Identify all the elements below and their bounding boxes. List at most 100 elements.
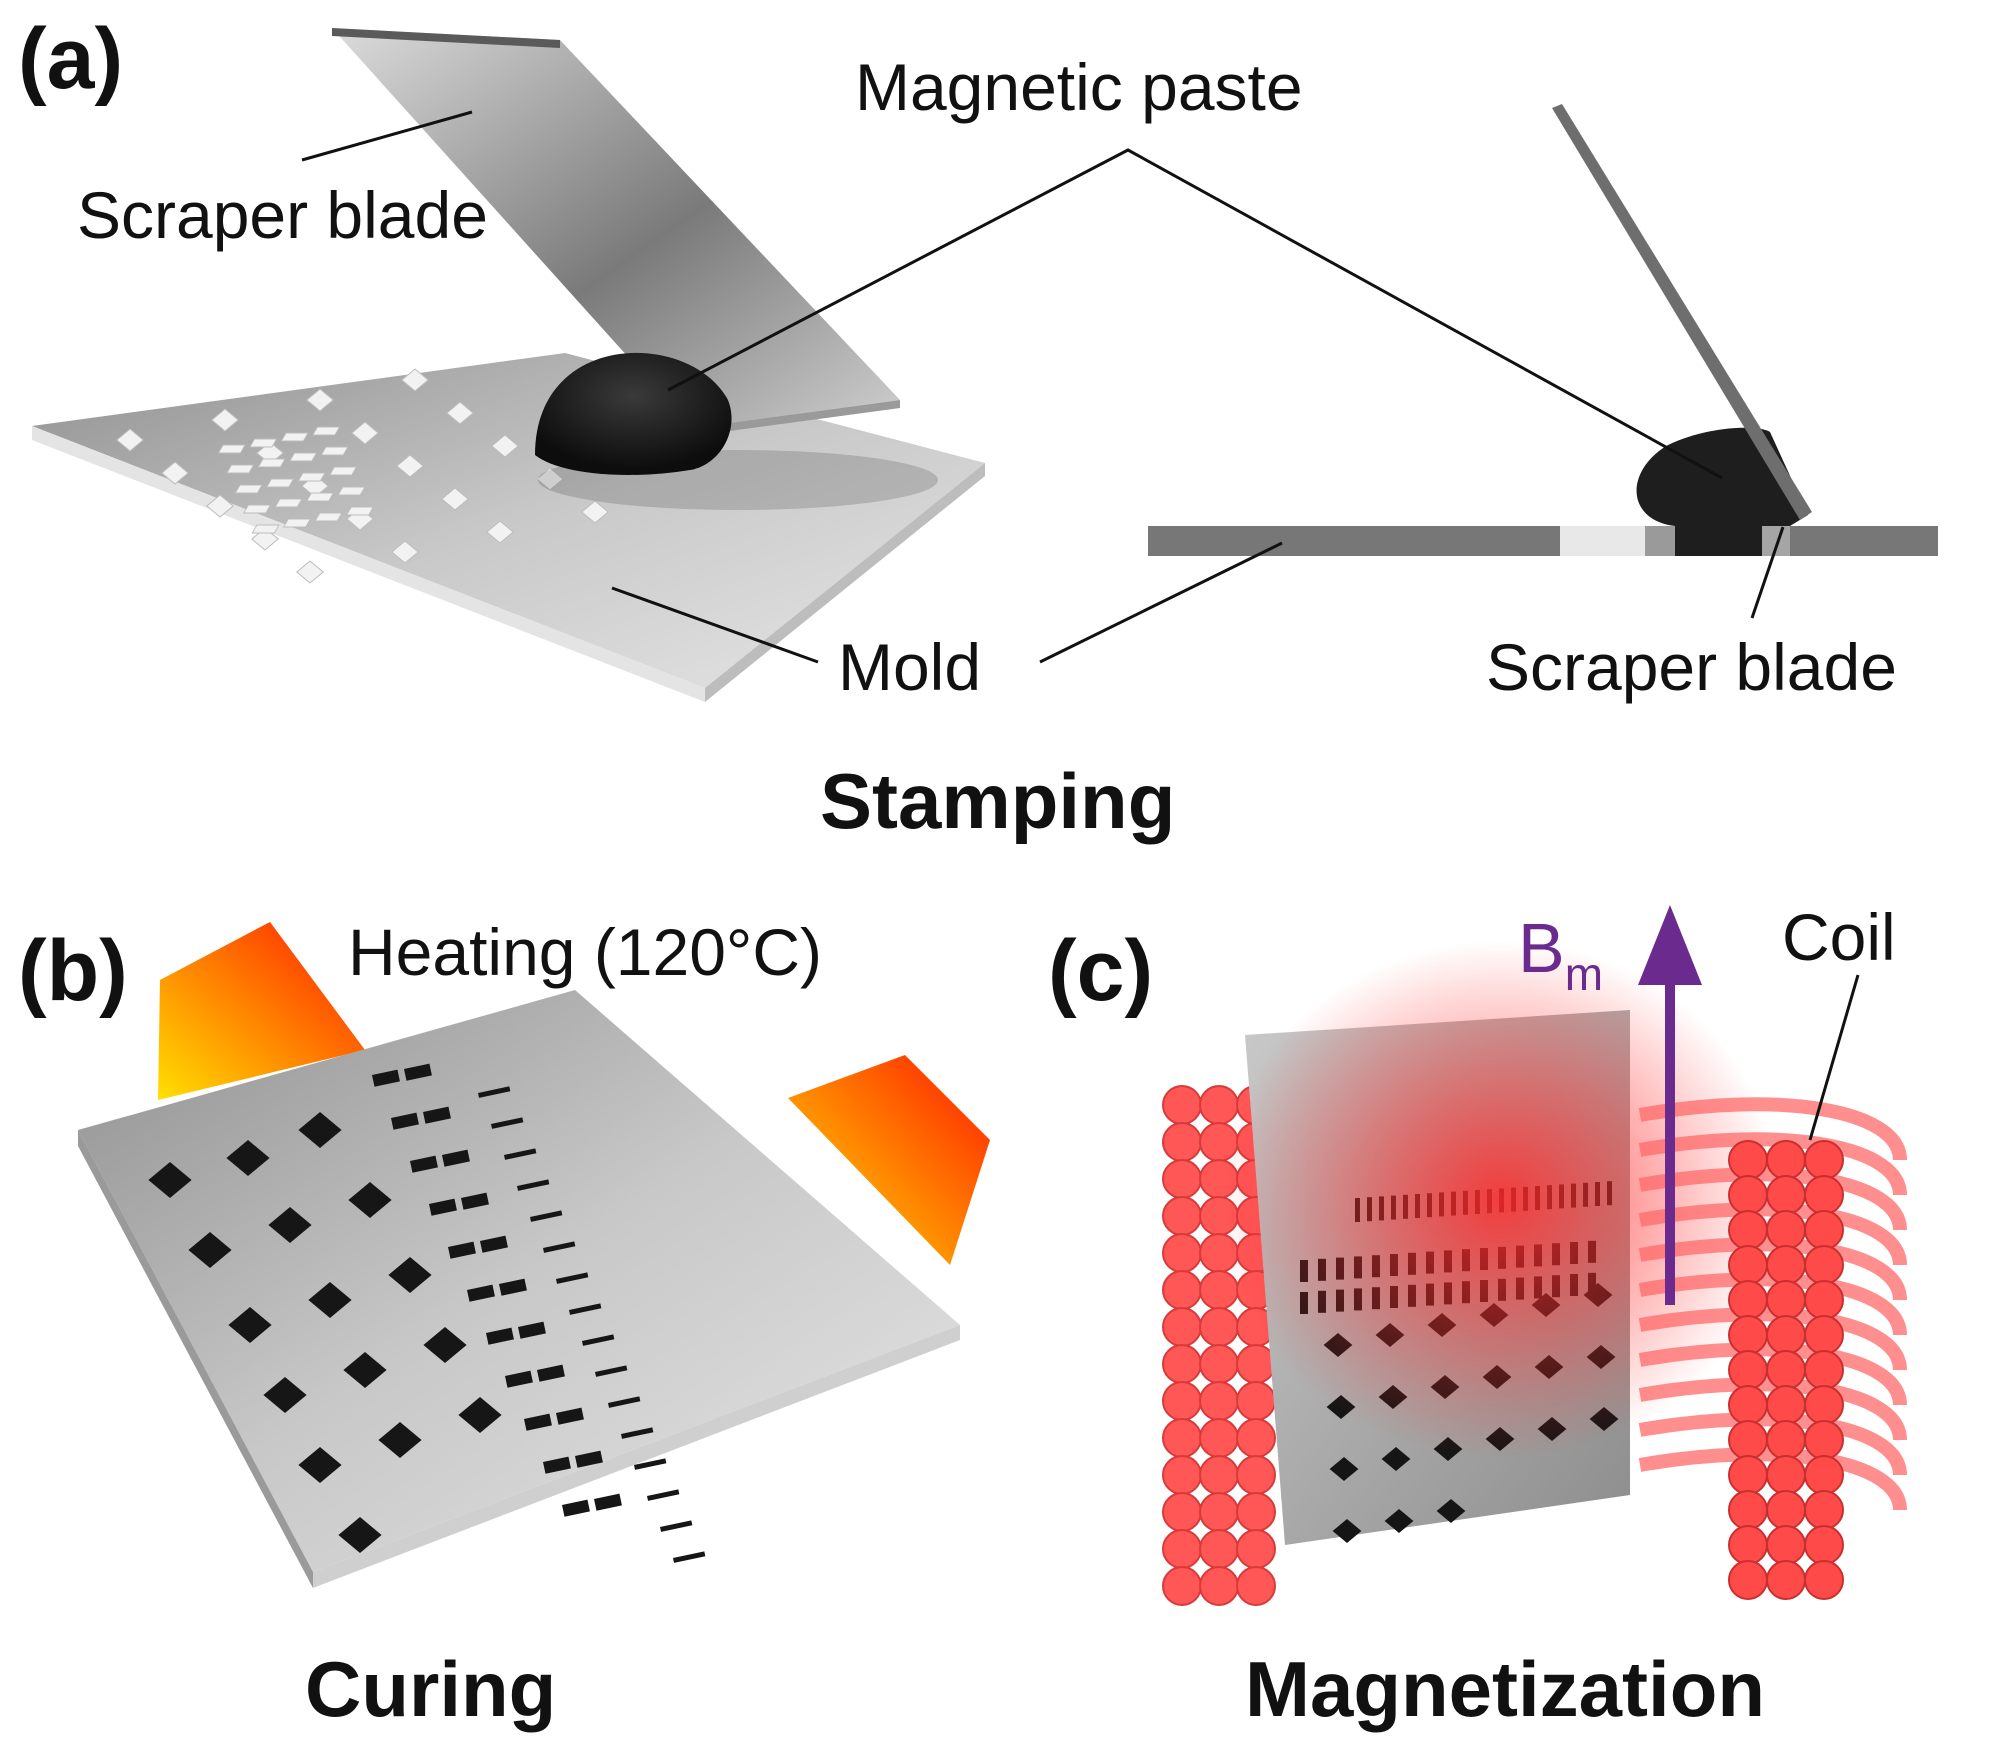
coil-turn <box>1199 1270 1239 1310</box>
coil-turn <box>1804 1560 1844 1600</box>
coil-turn <box>1728 1175 1768 1215</box>
mold-cavity-bar <box>305 492 335 502</box>
cured-bar-pair <box>461 1192 489 1210</box>
cured-thin-bar <box>530 1210 563 1222</box>
mold-cavity-square <box>161 461 189 485</box>
cured-square <box>298 1112 342 1148</box>
coil-turn <box>1728 1420 1768 1460</box>
scraper-blade-3d <box>332 28 900 436</box>
mold-cavity-square <box>581 500 609 524</box>
mold-cavity-bar <box>243 504 272 514</box>
cured-bar-pair <box>537 1364 565 1382</box>
label-magnetic-paste: Magnetic paste <box>855 50 1303 124</box>
mold-cavity-square <box>306 388 334 412</box>
cured-bar-pair <box>410 1155 438 1173</box>
cured-bar-pair <box>575 1450 603 1468</box>
mold-plate-3d <box>32 353 985 702</box>
mold-cavity-bar <box>314 512 343 522</box>
cured-bar-pair <box>422 1106 451 1124</box>
label-heating: Heating (120°C) <box>348 915 822 989</box>
coil-turn <box>1804 1525 1844 1565</box>
mold-cavity-bar <box>289 452 318 462</box>
cured-bar-pair <box>428 1198 457 1216</box>
mold-cavity-bar <box>328 466 358 476</box>
cured-square <box>228 1307 272 1343</box>
coil-front-turns <box>1638 1097 1907 1600</box>
coil-turn <box>1728 1210 1768 1250</box>
mold-cavity-square <box>296 560 324 584</box>
cured-bar-pair <box>543 1456 571 1474</box>
cured-plate <box>78 990 960 1588</box>
coil-turn <box>1236 1529 1276 1569</box>
coil-turn <box>1766 1210 1806 1250</box>
magnetic-field-glow <box>1220 940 1780 1460</box>
coil-turn <box>1162 1566 1202 1606</box>
coil-turn <box>1162 1270 1202 1310</box>
cured-square <box>423 1327 467 1363</box>
mold-cavity-square <box>486 520 514 544</box>
cured-bar-pair <box>404 1063 432 1081</box>
cured-thin-bar <box>582 1334 615 1346</box>
coil-turn <box>1199 1455 1239 1495</box>
coil-turn <box>1804 1420 1844 1460</box>
cured-bar-pair <box>498 1278 527 1296</box>
cured-thin-bar <box>660 1520 693 1532</box>
coil-turn <box>1728 1455 1768 1495</box>
cured-thin-bar <box>620 1427 654 1439</box>
coil-turn <box>1162 1492 1202 1532</box>
coil-turn <box>1728 1315 1768 1355</box>
sample-square <box>1332 1519 1362 1543</box>
cured-bar-pair <box>594 1493 622 1511</box>
mold-cavity-bar <box>337 486 366 496</box>
mold-cavity-square <box>441 487 469 511</box>
cured-bar-pair <box>486 1327 514 1345</box>
cured-square <box>378 1422 422 1458</box>
cured-bar-pair <box>391 1112 419 1130</box>
coil-turn <box>1766 1350 1806 1390</box>
coil-turn <box>1162 1455 1202 1495</box>
coil-turn <box>1236 1455 1276 1495</box>
mold-cavity-bar <box>251 524 280 534</box>
cured-thin-bar <box>673 1551 706 1563</box>
coil-turn <box>1162 1344 1202 1384</box>
coil-turn <box>1804 1350 1844 1390</box>
cured-bar-pair <box>372 1069 400 1087</box>
coil-turn <box>1162 1233 1202 1273</box>
panel-a-letter: (a) <box>18 11 123 107</box>
cured-thin-bar <box>517 1179 550 1191</box>
label-mold: Mold <box>838 630 981 704</box>
mold-cavity-bar <box>257 458 286 468</box>
mold-cavity-bar <box>345 506 375 516</box>
coil-turn <box>1199 1418 1239 1458</box>
sample-square <box>1436 1499 1466 1523</box>
label-coil: Coil <box>1782 900 1896 974</box>
mold-cavity-bar <box>266 478 295 488</box>
coil-turn <box>1236 1418 1276 1458</box>
cured-square <box>388 1257 432 1293</box>
mold-cavity-square <box>446 401 474 425</box>
panel-b: (b) Heating (120°C) Curing <box>18 915 990 1733</box>
mold-cavity-square <box>491 434 519 458</box>
coil-turn <box>1804 1455 1844 1495</box>
caption-stamping: Stamping <box>820 757 1175 845</box>
cured-thin-bar <box>504 1148 537 1160</box>
coil-turn <box>1199 1085 1239 1125</box>
mold-cavity-square <box>401 368 429 392</box>
coil-turn <box>1766 1490 1806 1530</box>
mold-cavity-square <box>391 540 419 564</box>
coil-turn <box>1728 1350 1768 1390</box>
cured-square <box>348 1182 392 1218</box>
coil-turn <box>1728 1280 1768 1320</box>
coil-turn <box>1766 1420 1806 1460</box>
coil-turn <box>1162 1307 1202 1347</box>
cured-thin-bar <box>478 1086 511 1098</box>
cured-square <box>338 1517 382 1553</box>
cured-square <box>263 1377 307 1413</box>
caption-curing: Curing <box>305 1645 556 1733</box>
mold-cavity-square <box>116 428 144 452</box>
coil-turn <box>1162 1122 1202 1162</box>
cured-square <box>298 1447 342 1483</box>
panel-a: (a) <box>18 11 1938 845</box>
sample-square <box>1384 1509 1414 1533</box>
coil-turn <box>1766 1315 1806 1355</box>
